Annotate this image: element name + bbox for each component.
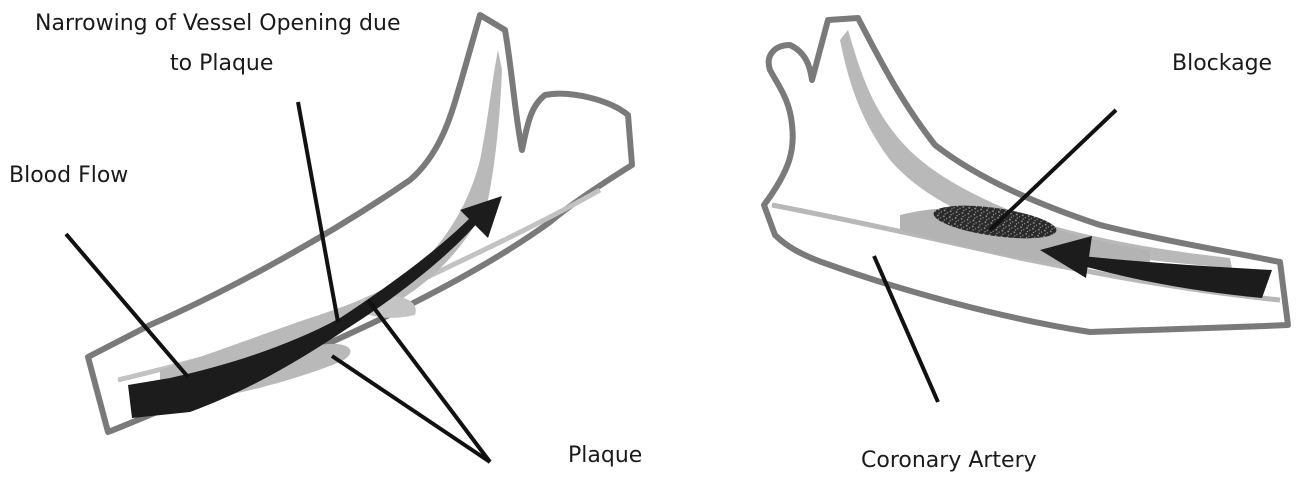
left-artery [66,15,632,462]
plaque-leader-line-2 [332,356,490,462]
narrowing-label-line2: to Plaque [170,51,273,77]
coronary-artery-label: Coronary Artery [861,448,1037,474]
plaque-leader-line-1 [368,300,490,462]
plaque-label: Plaque [568,443,642,469]
blockage-label: Blockage [1172,51,1272,77]
blood-flow-label: Blood Flow [9,163,128,189]
narrowing-label-line1: Narrowing of Vessel Opening due [35,11,400,37]
